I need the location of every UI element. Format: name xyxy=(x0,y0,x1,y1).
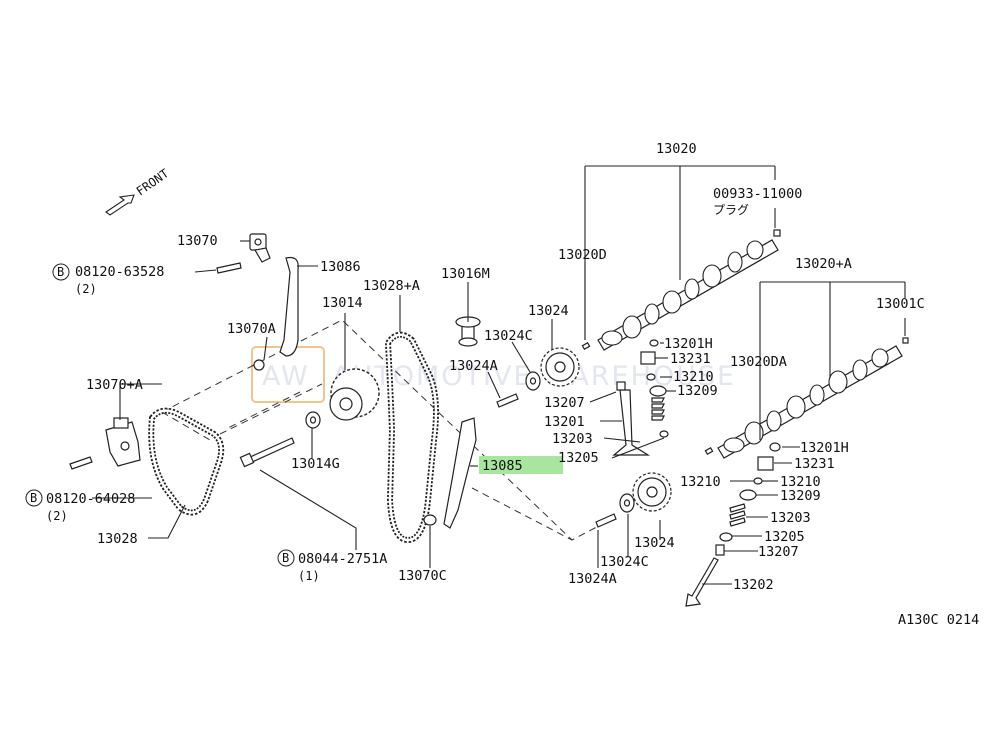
bolt-08044-2751A xyxy=(247,437,295,464)
part-label[interactable]: 13024A xyxy=(568,571,617,587)
part-label[interactable]: 13209 xyxy=(677,383,718,399)
part-qty: (1) xyxy=(298,569,320,583)
part-label[interactable]: 13209 xyxy=(780,488,821,504)
part-label[interactable]: 08120-64028 xyxy=(46,491,135,507)
chain-guide-13085 xyxy=(443,417,477,529)
valve-train-bottom xyxy=(685,442,781,607)
washer-13070C xyxy=(423,514,437,526)
part-label[interactable]: 13028+A xyxy=(363,278,420,294)
bolt-08120-63528 xyxy=(216,262,242,274)
part-label[interactable]: 08120-63528 xyxy=(75,264,164,280)
part-label[interactable]: 13014G xyxy=(291,456,340,472)
part-label[interactable]: 13210 xyxy=(680,474,721,490)
part-label[interactable]: 13014 xyxy=(322,295,363,311)
tensioner-13070 xyxy=(249,233,271,263)
bolt-symbol-text: B xyxy=(282,551,289,565)
part-label[interactable]: 13201H xyxy=(800,440,849,456)
part-label[interactable]: 13207 xyxy=(544,395,585,411)
part-label[interactable]: 13024 xyxy=(634,535,675,551)
bolt-symbol-text: B xyxy=(57,265,64,279)
plug xyxy=(773,229,781,237)
part-label[interactable]: 00933-11000 xyxy=(713,186,802,202)
part-label[interactable]: 13205 xyxy=(764,529,805,545)
part-label[interactable]: 13070+A xyxy=(86,377,143,393)
bolt-symbol-text: B xyxy=(30,491,37,505)
part-label[interactable]: 13070C xyxy=(398,568,447,584)
part-label[interactable]: 13024 xyxy=(528,303,569,319)
part-label[interactable]: 13070A xyxy=(227,321,276,337)
part-label[interactable]: 13001C xyxy=(876,296,925,312)
part-label[interactable]: 13028 xyxy=(97,531,138,547)
sprocket-13024-top xyxy=(540,347,580,387)
part-label[interactable]: 13201H xyxy=(664,336,713,352)
part-label[interactable]: 13016M xyxy=(441,266,490,282)
part-qty: (2) xyxy=(46,509,68,523)
part-label[interactable]: 13024C xyxy=(484,328,533,344)
diagram-id: A130C 0214 xyxy=(898,612,979,628)
part-label-note: プラグ xyxy=(713,203,749,217)
part-label[interactable]: 13020DA xyxy=(730,354,787,370)
part-label[interactable]: 13210 xyxy=(673,369,714,385)
valve-train-top xyxy=(612,339,669,456)
front-arrow-icon: FRONT xyxy=(105,166,172,216)
washer-13070A xyxy=(253,359,265,371)
highlight-13085 xyxy=(479,456,563,474)
watermark-logo: AW xyxy=(262,361,310,392)
part-label[interactable]: 13070 xyxy=(177,233,218,249)
tensioner-13070A xyxy=(105,417,141,467)
chain-13028A xyxy=(384,331,439,544)
part-label[interactable]: 13020D xyxy=(558,247,607,263)
part-label[interactable]: 13202 xyxy=(733,577,774,593)
front-label: FRONT xyxy=(134,166,172,198)
camshaft-13020 xyxy=(581,229,781,351)
chain-13028 xyxy=(148,407,225,516)
leader-lines xyxy=(92,165,906,585)
part-label[interactable]: 13024C xyxy=(600,554,649,570)
part-label[interactable]: 13205 xyxy=(558,450,599,466)
bolt-symbol-icon: B xyxy=(277,549,295,567)
part-label-highlighted[interactable]: 13085 xyxy=(482,458,523,474)
part-label[interactable]: 13201 xyxy=(544,414,585,430)
dashed-guides xyxy=(161,319,611,541)
pin-13020D xyxy=(581,341,591,351)
sprocket-13014 xyxy=(329,368,380,421)
bolt-08120-64028 xyxy=(69,456,93,470)
part-qty: (2) xyxy=(75,282,97,296)
callout-labels: 13020 00933-11000 プラグ 13020D 13020+A 130… xyxy=(46,141,979,628)
guide-13086 xyxy=(279,256,299,357)
camshaft-13020A xyxy=(704,337,909,459)
bolt-13024A-bottom xyxy=(595,513,617,528)
part-label[interactable]: 13231 xyxy=(794,456,835,472)
bolt-13024A-top xyxy=(496,393,519,408)
part-label[interactable]: 13207 xyxy=(758,544,799,560)
bolt-symbol-icon: B xyxy=(25,489,43,507)
shaft-13016M xyxy=(455,316,481,347)
part-label[interactable]: 13231 xyxy=(670,351,711,367)
sprocket-13024-bottom xyxy=(632,472,672,512)
part-label[interactable]: 13020 xyxy=(656,141,697,157)
bolt-symbol-icon: B xyxy=(52,263,70,281)
part-label[interactable]: 13203 xyxy=(552,431,593,447)
part-label[interactable]: 13024A xyxy=(449,358,498,374)
part-label[interactable]: 13210 xyxy=(780,474,821,490)
part-label[interactable]: 13020+A xyxy=(795,256,852,272)
part-label[interactable]: 13203 xyxy=(770,510,811,526)
part-label[interactable]: 13086 xyxy=(320,259,361,275)
part-label[interactable]: 08044-2751A xyxy=(298,551,387,567)
